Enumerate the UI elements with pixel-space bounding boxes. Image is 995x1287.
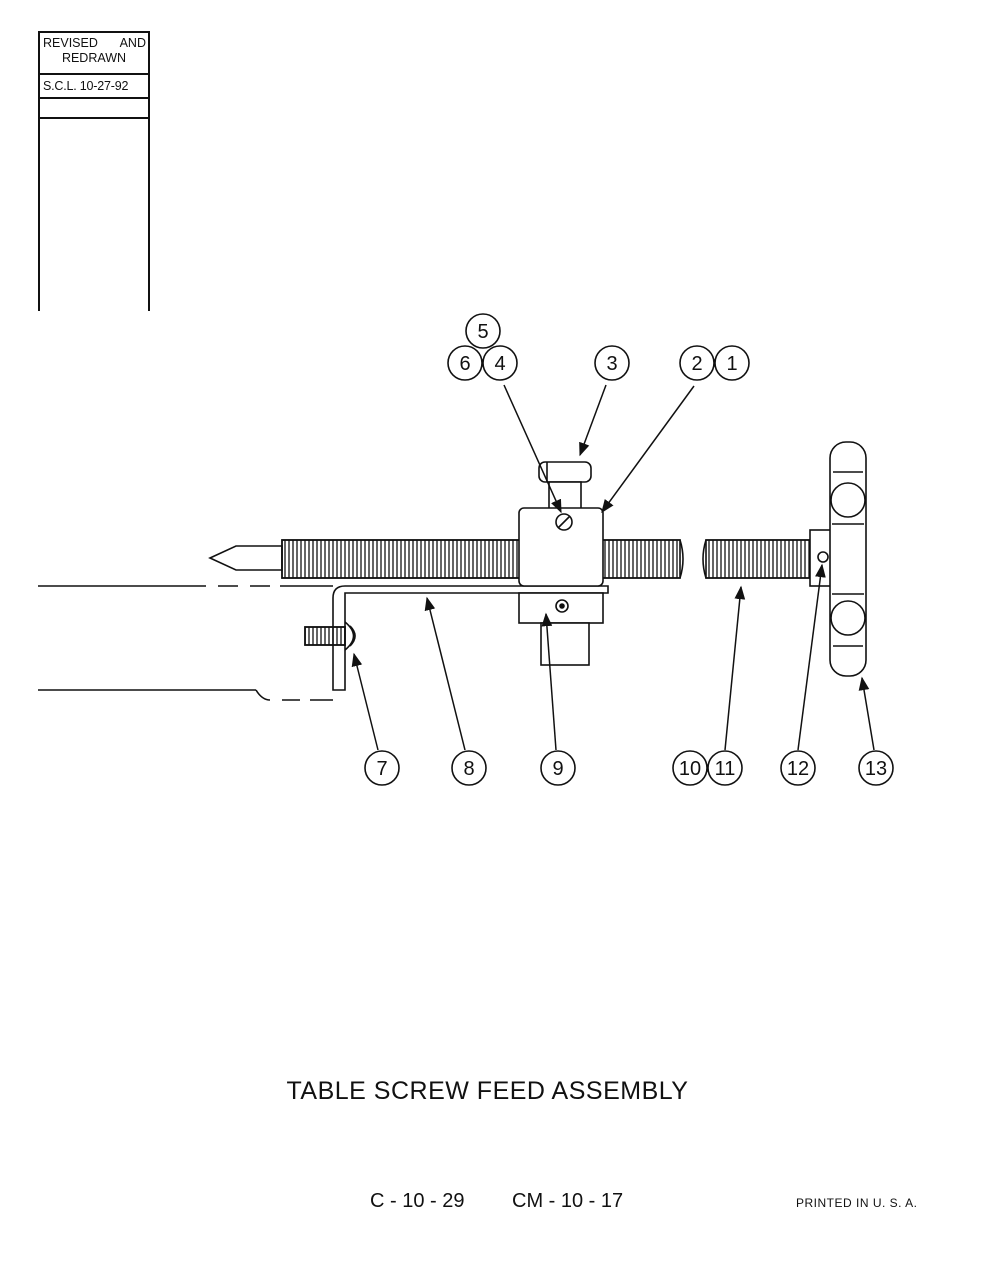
callout-7: 7	[364, 750, 400, 786]
callout-8: 8	[451, 750, 487, 786]
callout-10: 10	[672, 750, 708, 786]
callout-6: 6	[447, 345, 483, 381]
feed-screw-right	[702, 539, 811, 579]
revision-row-blank	[40, 117, 148, 311]
callout-12: 12	[780, 750, 816, 786]
svg-text:6: 6	[459, 353, 470, 375]
revision-note-header: REVISED AND REDRAWN	[40, 31, 148, 73]
drawing-code-c: C - 10 - 29	[370, 1190, 465, 1212]
revised-label: REVISED	[43, 36, 98, 50]
callout-1: 1	[714, 345, 750, 381]
table-outline	[38, 585, 333, 701]
svg-text:12: 12	[787, 758, 809, 780]
redrawn-label: REDRAWN	[61, 51, 127, 65]
svg-text:7: 7	[376, 758, 387, 780]
and-label: AND	[119, 36, 146, 50]
callout-13: 13	[858, 750, 894, 786]
callout-11: 11	[707, 750, 743, 786]
feed-nut-block	[518, 461, 604, 587]
callout-2: 2	[679, 345, 715, 381]
drawing-title-text: TABLE SCREW FEED ASSEMBLY	[286, 1077, 689, 1105]
drawing-code-cm: CM - 10 - 17	[512, 1190, 624, 1212]
callout-5: 5	[465, 313, 501, 349]
revision-row-empty	[40, 97, 148, 117]
feed-screw-left	[208, 539, 684, 579]
svg-text:13: 13	[865, 758, 887, 780]
svg-text:3: 3	[606, 353, 617, 375]
handwheel	[829, 441, 867, 677]
drawing-title: TABLE SCREW FEED ASSEMBLY	[0, 1077, 995, 1106]
lower-clamp	[518, 592, 604, 666]
callout-4: 4	[482, 345, 518, 381]
leader-lines	[351, 384, 875, 751]
revision-box: REVISED AND REDRAWN S.C.L. 10-27-92	[38, 31, 150, 311]
svg-text:11: 11	[715, 758, 736, 780]
svg-text:8: 8	[463, 758, 474, 780]
svg-text:5: 5	[477, 321, 488, 343]
svg-text:2: 2	[691, 353, 702, 375]
svg-text:10: 10	[679, 758, 701, 780]
callout-3: 3	[594, 345, 630, 381]
bracket-screw	[304, 621, 356, 651]
revision-note: S.C.L. 10-27-92	[40, 73, 148, 97]
svg-text:1: 1	[726, 353, 737, 375]
printed-note: PRINTED IN U. S. A.	[796, 1196, 918, 1210]
svg-text:9: 9	[552, 758, 563, 780]
callout-9: 9	[540, 750, 576, 786]
svg-text:4: 4	[494, 353, 505, 375]
